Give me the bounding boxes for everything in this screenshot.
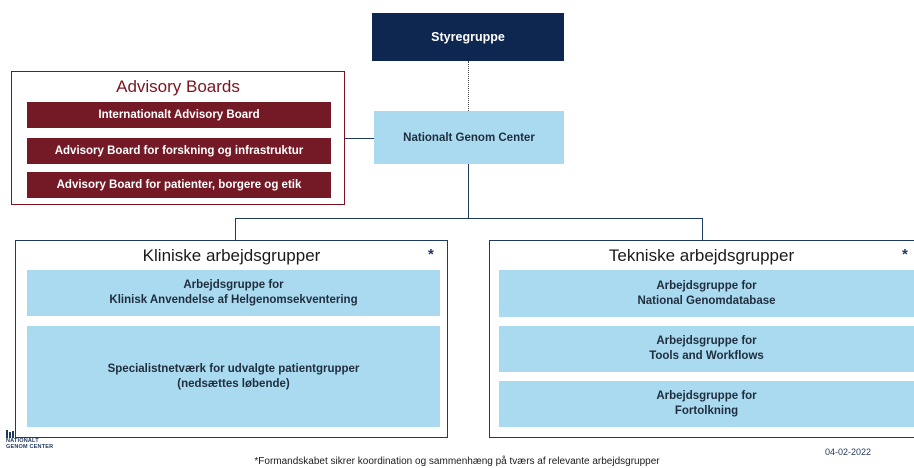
specialist-network-box: Specialistnetværk for udvalgte patientgr… — [27, 326, 440, 427]
advisory-connector — [345, 138, 374, 139]
workgroup-line2: Fortolkning — [674, 405, 739, 417]
workgroup-line2: (nedsættes løbende) — [177, 377, 290, 390]
technical-workgroup-box: Arbejdsgruppe for National Genomdatabase — [499, 270, 914, 317]
clinical-asterisk: * — [428, 246, 434, 263]
logo-text-line1: NATIONALT — [6, 438, 39, 444]
workgroup-line2: Tools and Workflows — [649, 350, 764, 362]
advisory-board-patients: Advisory Board for patienter, borgere og… — [27, 172, 331, 198]
date-label: 04-02-2022 — [825, 447, 872, 457]
footnote: *Formandskabet sikrer koordination og sa… — [254, 456, 660, 467]
workgroup-line2: National Genomdatabase — [637, 294, 776, 307]
advisory-board-label: Advisory Board for patienter, borgere og… — [56, 179, 302, 191]
advisory-board-label: Advisory Board for forskning og infrastr… — [54, 145, 304, 157]
advisory-boards-title: Advisory Boards — [116, 77, 240, 96]
styregruppe-label: Styregruppe — [431, 30, 505, 44]
nationalt-genom-center-label: Nationalt Genom Center — [403, 131, 535, 144]
workgroup-line1: Arbejdsgruppe for — [656, 335, 757, 347]
technical-workgroup-box: Arbejdsgruppe for Tools and Workflows — [499, 326, 914, 372]
styregruppe-box: Styregruppe — [372, 13, 564, 61]
workgroup-line1: Arbejdsgruppe for — [656, 390, 757, 402]
technical-asterisk: * — [902, 246, 908, 263]
center-down-connector — [468, 164, 469, 219]
workgroup-line2: Klinisk Anvendelse af Helgenomsekventeri… — [109, 294, 358, 306]
technical-group-title: Tekniske arbejdsgrupper — [608, 246, 795, 265]
horizontal-connector — [235, 218, 703, 219]
clinical-group-title: Kliniske arbejdsgrupper — [142, 246, 321, 265]
workgroup-line1: Arbejdsgruppe for — [656, 279, 757, 292]
technical-workgroup-box: Arbejdsgruppe for Fortolkning — [499, 381, 914, 427]
clinical-connector — [235, 218, 236, 240]
advisory-board-international: Internationalt Advisory Board — [27, 102, 331, 128]
dotted-connector — [468, 61, 469, 111]
advisory-board-research: Advisory Board for forskning og infrastr… — [27, 138, 331, 164]
technical-connector — [702, 218, 703, 240]
nationalt-genom-center-box: Nationalt Genom Center — [374, 111, 564, 164]
logo: NATIONALT GENOM CENTER — [6, 430, 76, 456]
workgroup-line1: Specialistnetværk for udvalgte patientgr… — [107, 362, 360, 375]
advisory-board-label: Internationalt Advisory Board — [98, 109, 260, 121]
clinical-workgroup-box: Arbejdsgruppe for Klinisk Anvendelse af … — [27, 270, 440, 316]
logo-icon — [6, 430, 14, 438]
workgroup-line1: Arbejdsgruppe for — [183, 279, 284, 291]
logo-text-line2: GENOM CENTER — [6, 444, 54, 450]
